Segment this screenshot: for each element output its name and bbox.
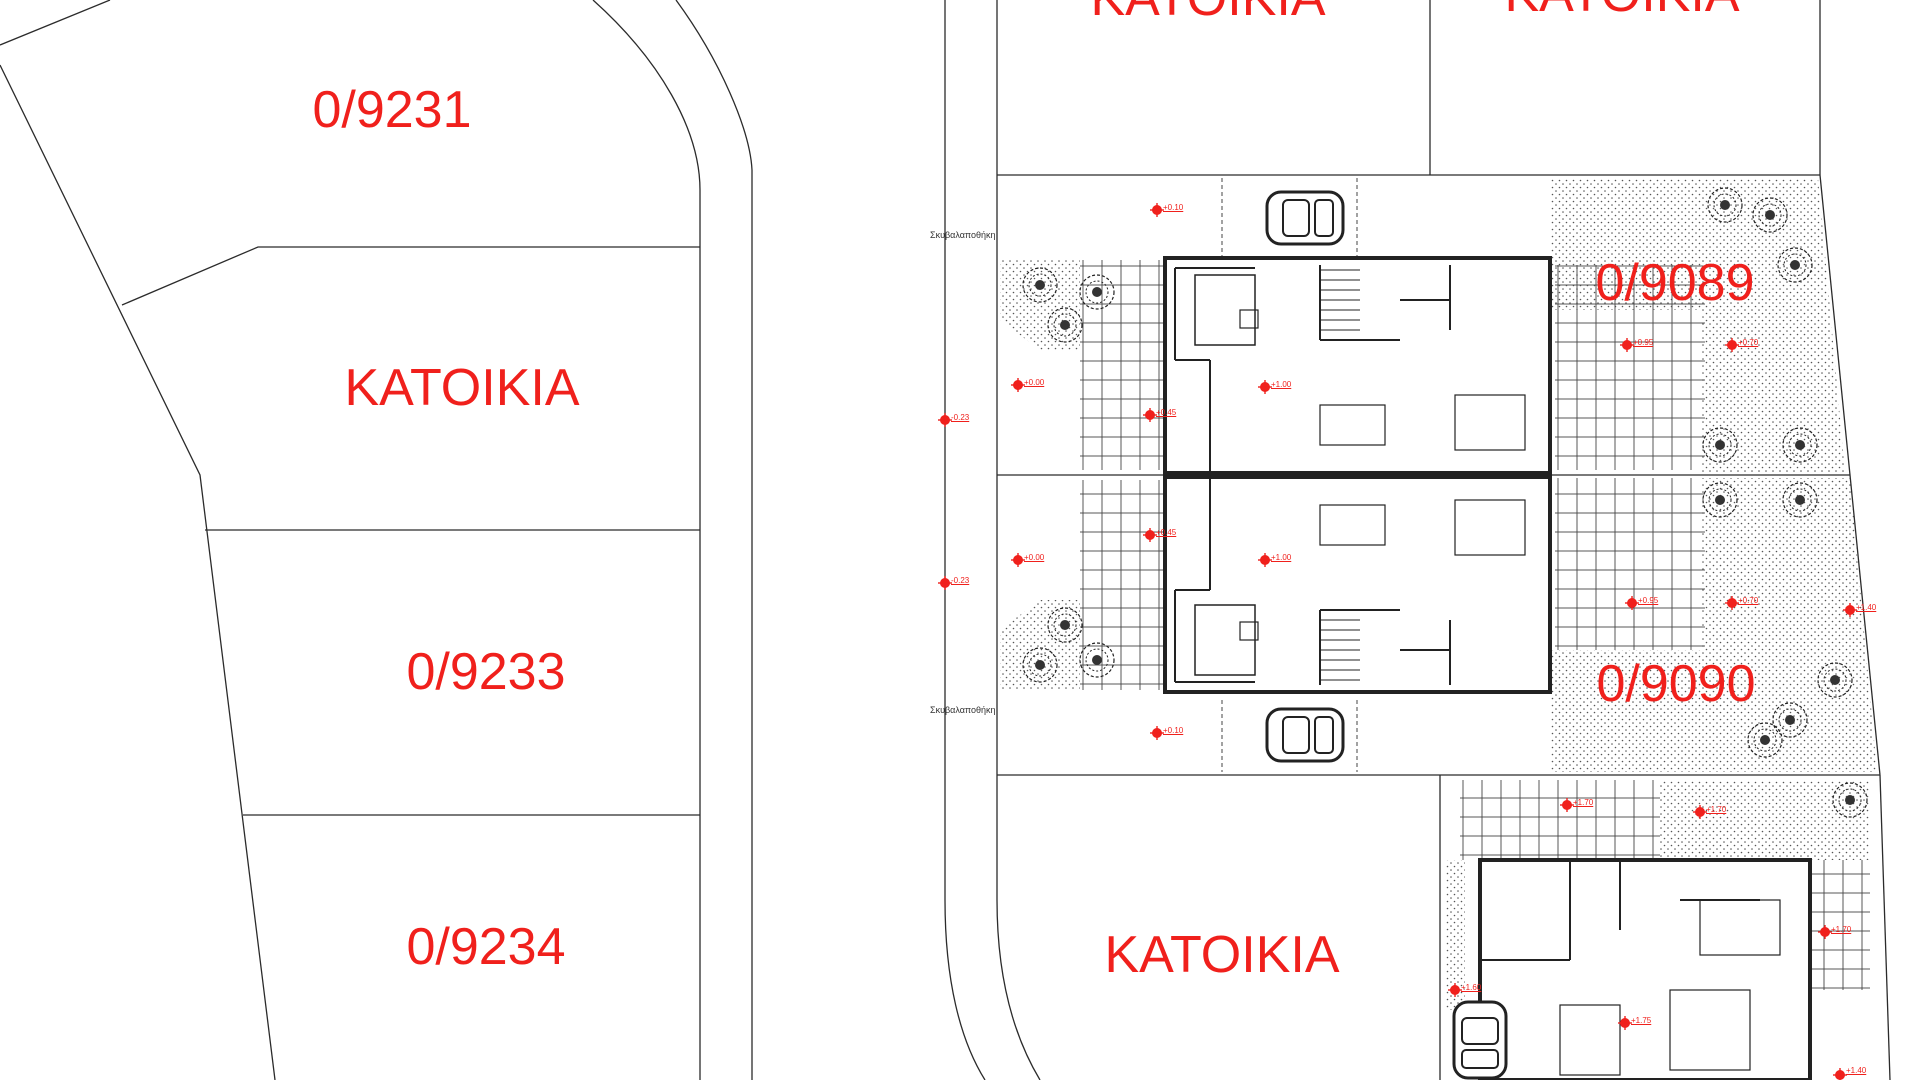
level-text: +0.45 (1156, 408, 1177, 417)
level-text: +1.75 (1631, 1016, 1652, 1025)
house-top (1163, 256, 1552, 475)
level-text: +0.10 (1163, 203, 1184, 212)
plot-label-0-9090: 0/9090 (1596, 655, 1756, 713)
level-text: +1.70 (1573, 798, 1594, 807)
level-text: -0.23 (951, 413, 970, 422)
level-text: +0.95 (1638, 596, 1659, 605)
plot-label-0-9234: 0/9234 (406, 918, 566, 976)
level-text: +0.70 (1738, 596, 1759, 605)
bin-store-label-bottom: Σκυβαλαποθήκη (930, 705, 996, 715)
level-text: +1.40 (1846, 1066, 1867, 1075)
level-text: +0.10 (1163, 726, 1184, 735)
level-text: +0.70 (1738, 338, 1759, 347)
level-text: +0.45 (1156, 528, 1177, 537)
level-text: +1.70 (1706, 805, 1727, 814)
plot-label-katoikia-left: KATOIKIA (344, 359, 580, 417)
plot-label-katoikia-top-2: KATOIKIA (1504, 0, 1739, 20)
level-text: +1.40 (1856, 603, 1877, 612)
plot-label-0-9231: 0/9231 (312, 81, 472, 139)
bin-store-label-top: Σκυβαλαποθήκη (930, 230, 996, 240)
road-boundary (944, 0, 1041, 1080)
house-lower (1478, 858, 1812, 1080)
plot-label-0-9233: 0/9233 (406, 643, 566, 701)
level-text: +0.95 (1633, 338, 1654, 347)
site-surfaces (1000, 178, 1877, 1010)
driveways (1221, 178, 1358, 772)
plot-label-0-9089: 0/9089 (1595, 254, 1755, 312)
house-bottom (1163, 475, 1552, 694)
level-text: +1.70 (1831, 925, 1852, 934)
plot-label-katoikia-bottom: KATOIKIA (1104, 926, 1340, 984)
level-text: +1.00 (1271, 553, 1292, 562)
level-text: +1.00 (1271, 380, 1292, 389)
level-text: +0.00 (1024, 553, 1045, 562)
plot-label-katoikia-top-1: KATOIKIA (1090, 0, 1325, 24)
level-text: -0.23 (951, 576, 970, 585)
level-text: +0.00 (1024, 378, 1045, 387)
level-text: +1.60 (1461, 983, 1482, 992)
left-parcels (0, 0, 753, 1080)
